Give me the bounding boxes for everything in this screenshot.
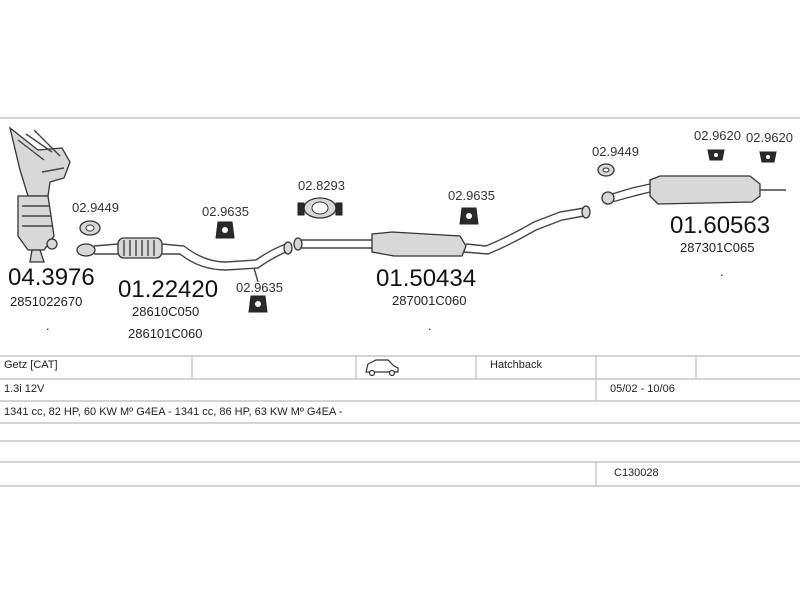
manifold-catalyst-part[interactable] [8, 126, 71, 263]
system-code-cell: C130028 [614, 467, 659, 479]
front-pipe-part-number: 01.22420 [118, 276, 218, 303]
mount-label-1: 02.9449 [72, 200, 119, 215]
rubber-mount-part-5[interactable] [459, 207, 479, 225]
centre-silencer-part[interactable] [293, 205, 591, 257]
model-cell: Getz [CAT] [4, 359, 58, 371]
rubber-mount-part-2[interactable] [215, 221, 235, 239]
years-cell: 05/02 - 10/06 [610, 383, 675, 395]
mount-label-3: 02.9635 [236, 280, 283, 295]
mount-label-7: 02.9620 [694, 128, 741, 143]
info-table-grid [0, 355, 800, 487]
rubber-mount-part-7[interactable] [707, 149, 725, 161]
centre-silencer-part-number: 01.50434 [376, 265, 476, 292]
manifold-ref-number: 2851022670 [10, 294, 82, 309]
gasket-part-1[interactable] [79, 220, 101, 236]
gasket-part-6[interactable] [597, 163, 615, 177]
mount-label-6: 02.9449 [592, 144, 639, 159]
body-type-cell: Hatchback [490, 359, 542, 371]
manifold-part-number: 04.3976 [8, 264, 95, 291]
mount-label-4: 02.8293 [298, 178, 345, 193]
front-pipe-ref-1: 28610C050 [132, 304, 199, 319]
centre-silencer-dot: . [428, 318, 432, 333]
clamp-part-4[interactable] [297, 197, 343, 219]
car-icon [365, 359, 399, 377]
rubber-mount-part-8[interactable] [759, 151, 777, 163]
centre-silencer-ref: 287001C060 [392, 293, 466, 308]
mount-label-5: 02.9635 [448, 188, 495, 203]
engine-cell: 1.3i 12V [4, 383, 45, 395]
front-pipe-ref-2: 286101C060 [128, 326, 202, 341]
rear-dot: . [720, 264, 724, 279]
mount-label-2: 02.9635 [202, 204, 249, 219]
rear-silencer-part[interactable] [601, 175, 786, 205]
rear-silencer-ref: 287301C065 [680, 240, 754, 255]
mount-label-8: 02.9620 [746, 130, 793, 145]
engine-spec-cell: 1341 cc, 82 HP, 60 KW Mº G4EA - 1341 cc,… [4, 406, 343, 418]
rear-silencer-part-number: 01.60563 [670, 212, 770, 239]
front-pipe-part[interactable] [76, 237, 293, 283]
manifold-dot: . [46, 318, 50, 333]
rubber-mount-part-3[interactable] [248, 295, 268, 313]
